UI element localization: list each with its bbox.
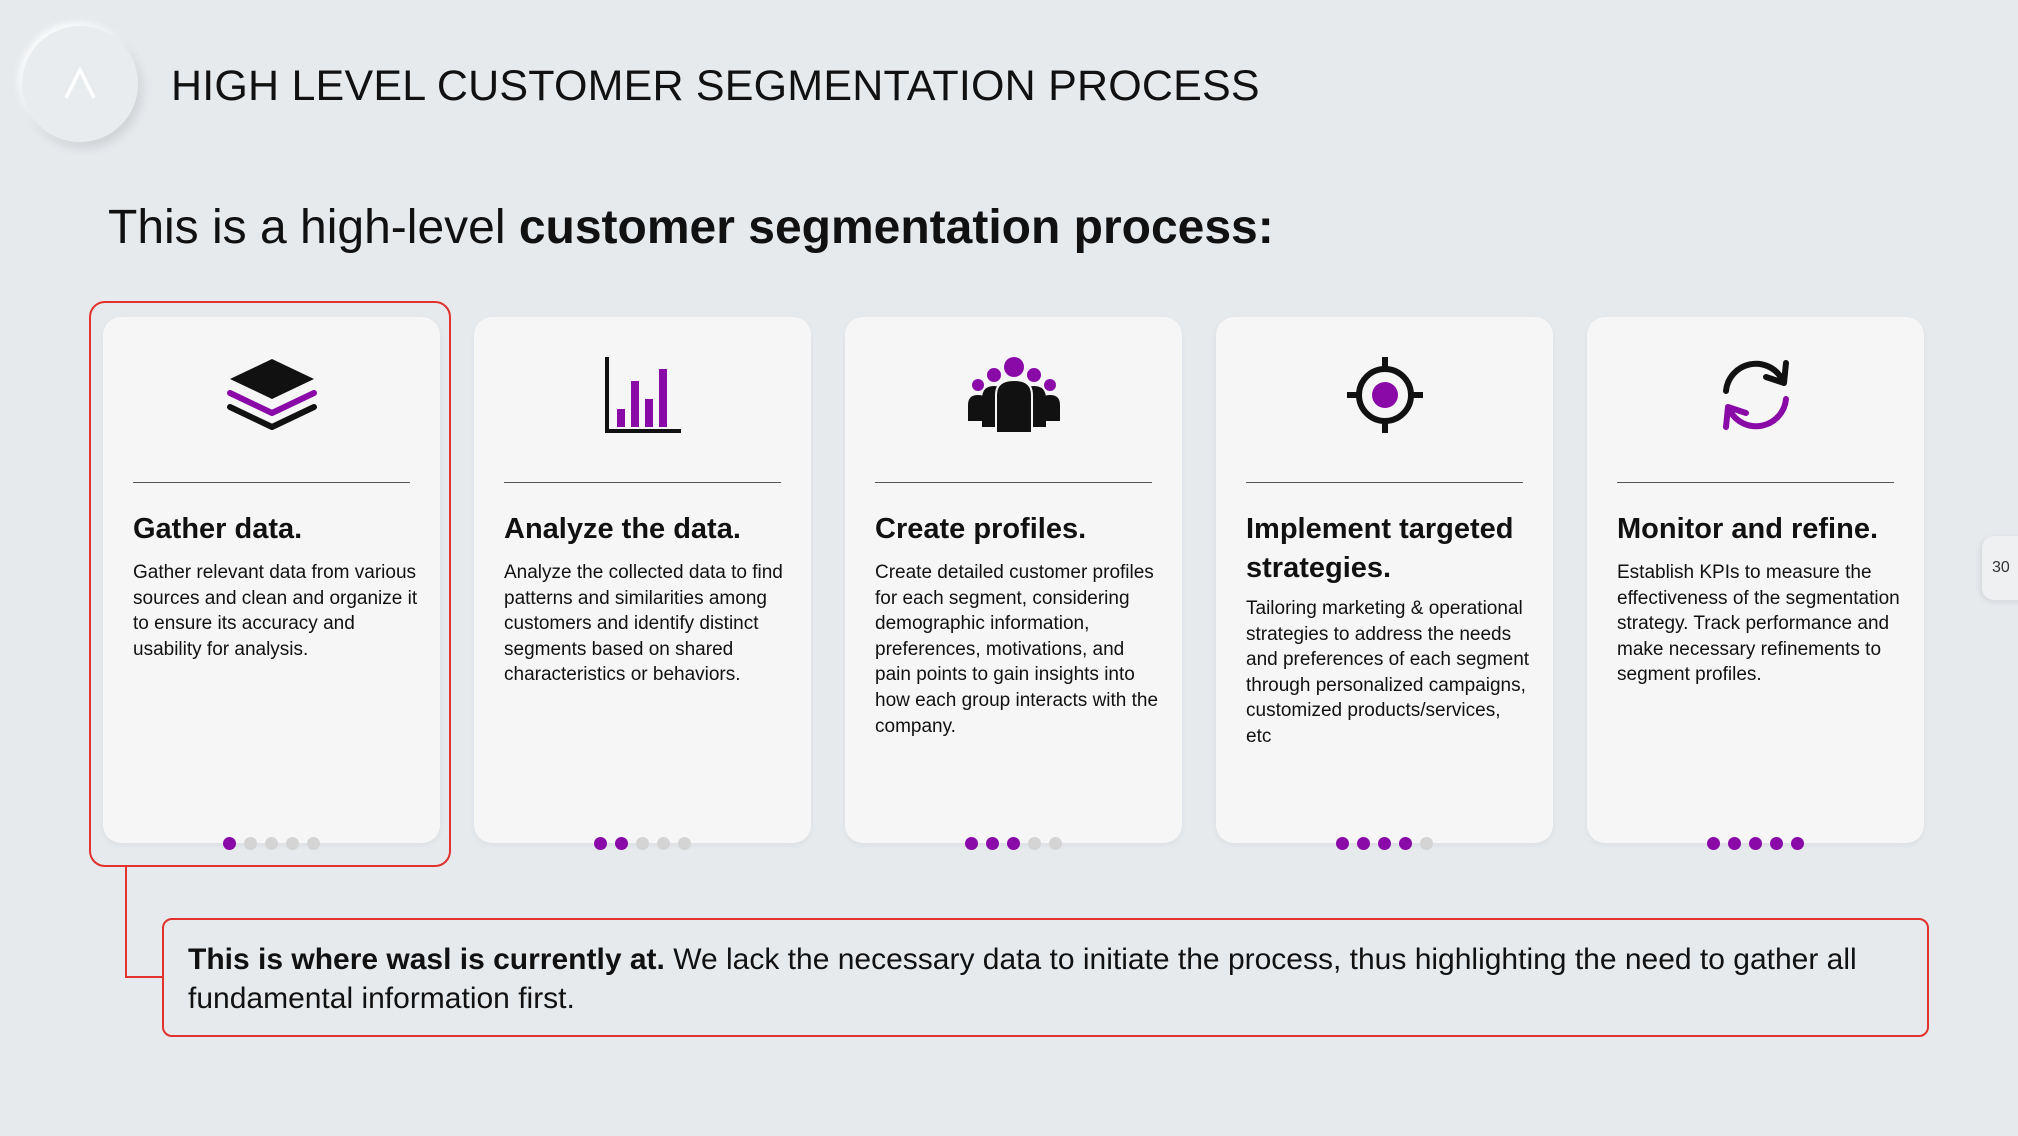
step-title: Create profiles.	[875, 513, 1087, 545]
progress-dot-empty	[286, 837, 299, 850]
logo-chevron-icon	[64, 66, 96, 99]
progress-dot-empty	[1420, 837, 1433, 850]
progress-dot-filled	[1791, 837, 1804, 850]
callout-connector	[125, 976, 162, 978]
refresh-cycle-icon	[1722, 360, 1789, 430]
step-description: Analyze the collected data to find patte…	[504, 562, 783, 686]
card-divider	[504, 482, 781, 483]
step-progress-dots	[845, 837, 1182, 850]
progress-dot-empty	[265, 837, 278, 850]
progress-dot-filled	[1749, 837, 1762, 850]
progress-dot-empty	[1028, 837, 1041, 850]
page-title: HIGH LEVEL CUSTOMER SEGMENTATION PROCESS	[171, 62, 1260, 110]
card-divider	[133, 482, 410, 483]
progress-dot-filled	[1378, 837, 1391, 850]
progress-dot-filled	[594, 837, 607, 850]
step-title: Analyze the data.	[504, 513, 741, 545]
progress-dot-empty	[1049, 837, 1062, 850]
progress-dot-filled	[1007, 837, 1020, 850]
subtitle-bold: customer segmentation process:	[518, 201, 1274, 254]
step-title: Monitor and refine.	[1617, 513, 1878, 545]
step-description: Create detailed customer profiles for ea…	[875, 562, 1159, 737]
bar-chart-icon	[604, 357, 681, 433]
subtitle-prefix: This is a high-level	[108, 201, 519, 254]
slide-subtitle: This is a high-level customer segmentati…	[108, 200, 1274, 255]
card-divider	[1617, 482, 1894, 483]
step-card-gather-data: Gather data. Gather relevant data from v…	[103, 317, 440, 850]
card-divider	[1246, 482, 1523, 483]
status-callout: This is where wasl is currently at. We l…	[162, 918, 1929, 1037]
step-card-create-profiles: Create profiles. Create detailed custome…	[845, 317, 1182, 850]
callout-bold: This is where wasl is currently at.	[188, 943, 665, 976]
progress-dot-empty	[307, 837, 320, 850]
page-number: 30	[1982, 536, 2018, 600]
progress-dot-filled	[986, 837, 999, 850]
step-description: Establish KPIs to measure the effectiven…	[1617, 562, 1900, 686]
progress-dot-empty	[636, 837, 649, 850]
layers-icon	[226, 359, 317, 430]
progress-dot-filled	[1728, 837, 1741, 850]
progress-dot-filled	[1707, 837, 1720, 850]
step-card-analyze-data: Analyze the data. Analyze the collected …	[474, 317, 811, 850]
current-step-highlight	[89, 301, 451, 867]
progress-dot-filled	[1357, 837, 1370, 850]
step-card-implement-strategies: Implement targeted strategies. Tailoring…	[1216, 317, 1553, 850]
step-progress-dots	[1587, 837, 1924, 850]
progress-dot-filled	[1770, 837, 1783, 850]
progress-dot-empty	[657, 837, 670, 850]
progress-dot-empty	[678, 837, 691, 850]
progress-dot-filled	[965, 837, 978, 850]
progress-dot-filled	[1336, 837, 1349, 850]
progress-dot-filled	[615, 837, 628, 850]
step-title: Gather data.	[133, 513, 303, 545]
people-group-icon	[967, 357, 1060, 434]
step-card-monitor-refine: Monitor and refine. Establish KPIs to me…	[1587, 317, 1924, 850]
step-progress-dots	[1216, 837, 1553, 850]
callout-connector	[125, 867, 127, 977]
step-progress-dots	[474, 837, 811, 850]
card-divider	[875, 482, 1152, 483]
step-progress-dots	[103, 837, 440, 850]
progress-dot-filled	[1399, 837, 1412, 850]
step-description: Gather relevant data from various source…	[133, 562, 418, 660]
target-icon	[1346, 357, 1423, 433]
step-description: Tailoring marketing & operational strate…	[1246, 598, 1530, 747]
progress-dot-empty	[244, 837, 257, 850]
callout-text: We lack the necessary data to initiate t…	[188, 943, 1857, 1015]
brand-logo	[22, 26, 138, 142]
progress-dot-filled	[223, 837, 236, 850]
step-title: Implement targeted strategies.	[1246, 513, 1514, 584]
